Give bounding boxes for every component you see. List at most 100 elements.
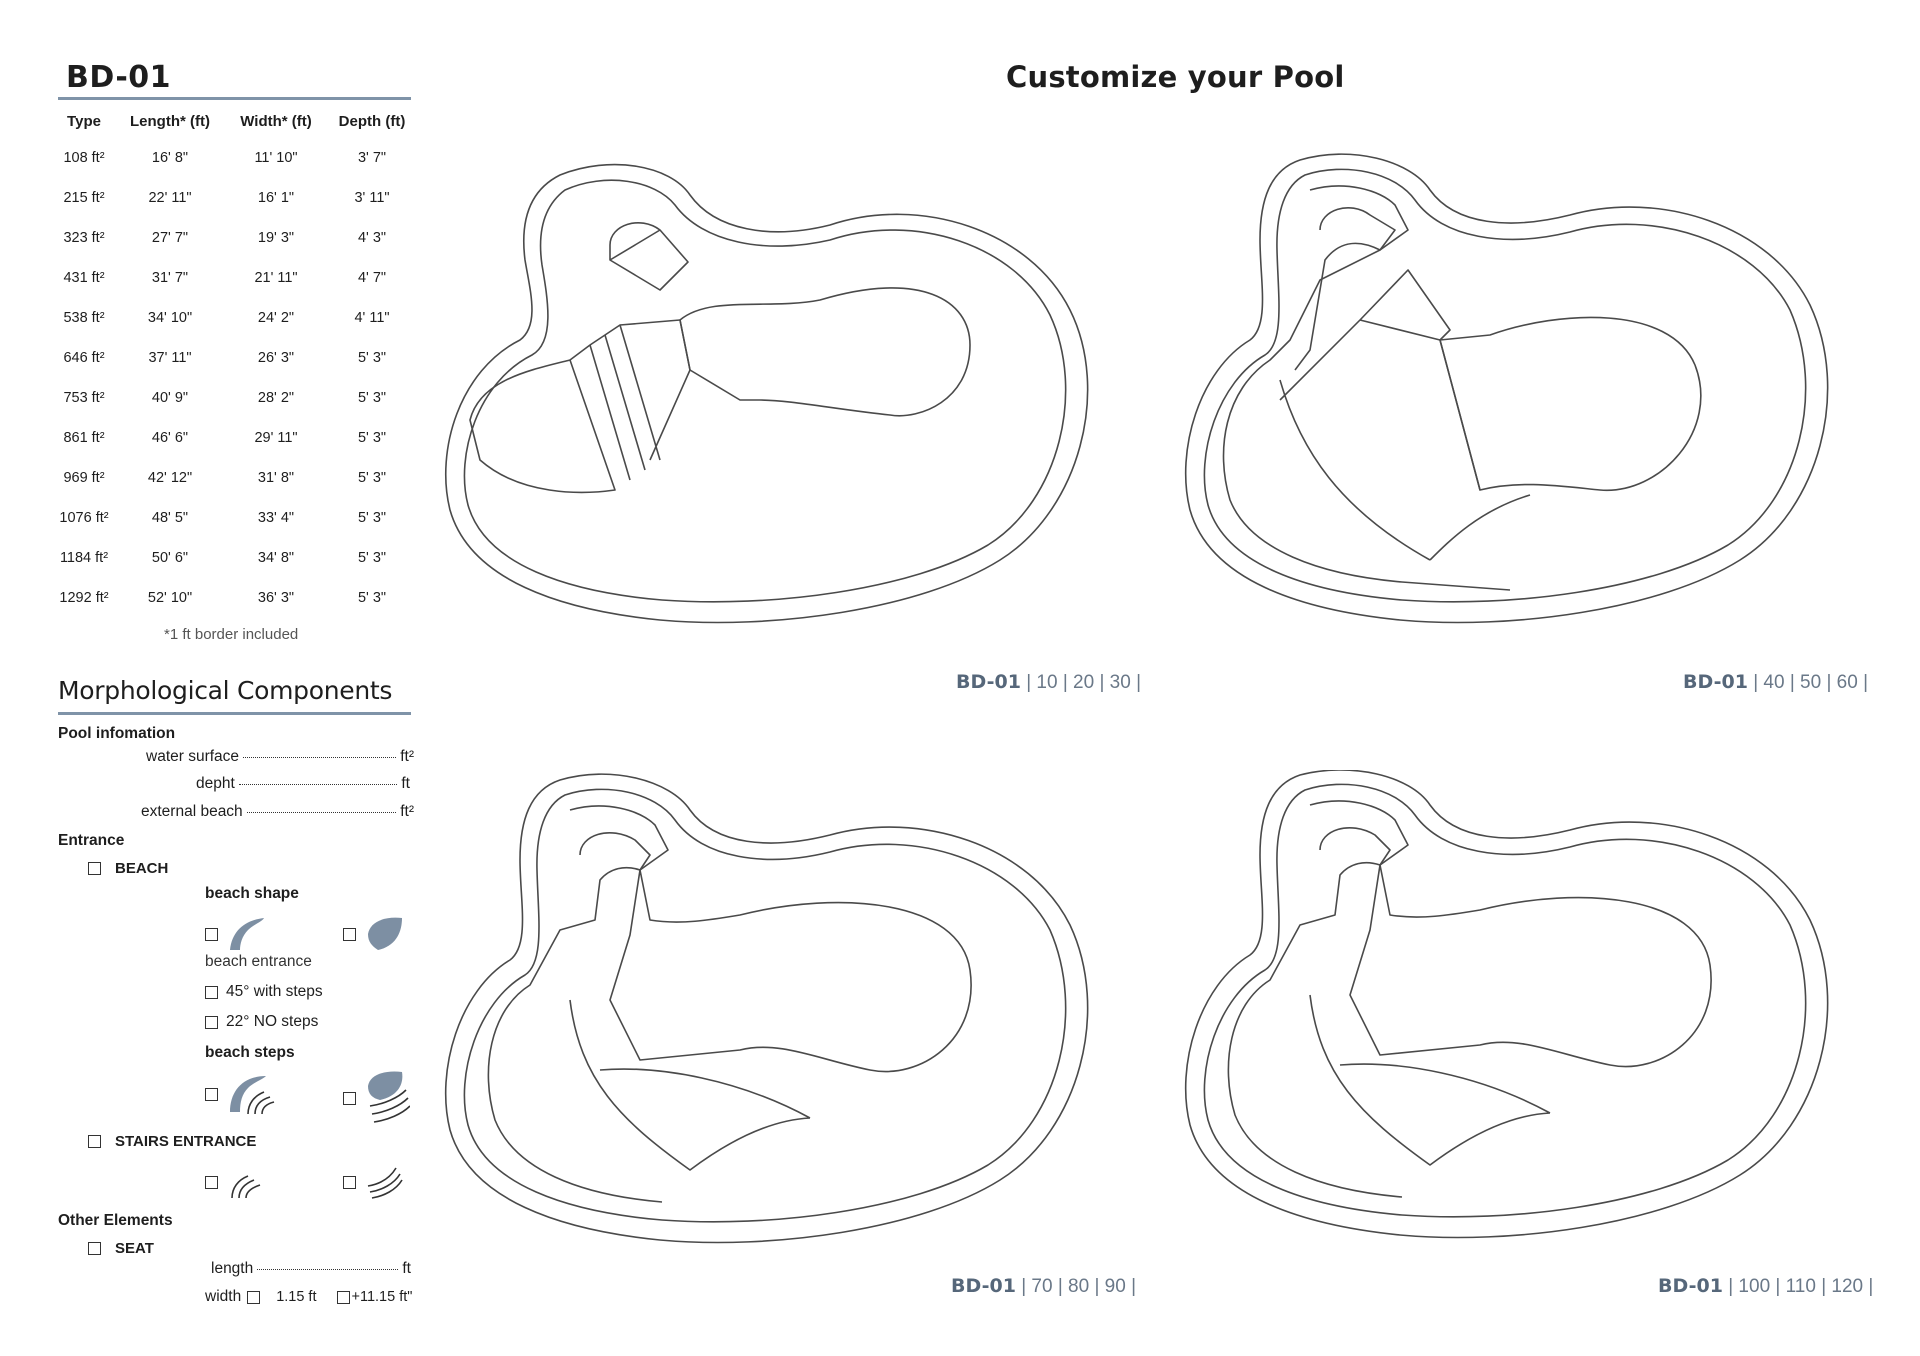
length-cell: 46' 6"	[151, 430, 189, 446]
pool-caption-4-sizes: | 100 | 110 | 120 |	[1728, 1276, 1874, 1297]
seat-label: SEAT	[115, 1240, 154, 1257]
seat-option: SEAT	[88, 1240, 154, 1257]
type-cell: 538 ft²	[63, 310, 105, 326]
width-cell: 11' 10"	[254, 150, 298, 166]
width-cell: 24' 2"	[257, 310, 295, 326]
depth-cell: 5' 3"	[357, 590, 387, 606]
option-22-checkbox[interactable]	[205, 1015, 218, 1029]
external-beach-field[interactable]	[246, 811, 397, 813]
pool-caption-1: BD-01 | 10 | 20 | 30 |	[956, 671, 1141, 694]
seat-width-option-2: +11.15 ft"	[351, 1289, 413, 1305]
type-cell: 646 ft²	[63, 350, 105, 366]
pool-2-basin	[1439, 316, 1702, 491]
beach-label: BEACH	[115, 860, 169, 877]
width-cell: 29' 11"	[254, 430, 298, 446]
pool-3-zones	[569, 999, 811, 1171]
beach-steps-checkbox-1[interactable]	[205, 1087, 218, 1101]
title-rule	[58, 97, 411, 100]
type-cell: 431 ft²	[63, 270, 105, 286]
model-title: BD-01	[66, 60, 172, 95]
depth-unit: ft	[401, 775, 410, 792]
length-cell: 40' 9"	[151, 390, 189, 406]
pool-3-outer-border	[444, 773, 1089, 1244]
stairs-label: STAIRS ENTRANCE	[115, 1133, 257, 1150]
table-row: 861 ft² 46' 6" 29' 11" 5' 3"	[52, 418, 416, 458]
pool-4-inner-border	[1227, 800, 1409, 1198]
stairs-checkbox[interactable]	[88, 1135, 101, 1148]
pool-3-middle-border	[463, 788, 1067, 1223]
stairs-option: STAIRS ENTRANCE	[88, 1133, 256, 1150]
water-surface-line: water surface ft²	[146, 748, 414, 766]
pool-caption-2-sizes: | 40 | 50 | 60 |	[1753, 672, 1869, 693]
type-cell: 1076 ft²	[59, 510, 109, 526]
seat-checkbox[interactable]	[88, 1242, 101, 1255]
stairs-option-1	[205, 1164, 266, 1200]
type-cell: 861 ft²	[63, 430, 105, 446]
seat-width-checkbox-1[interactable]	[247, 1290, 261, 1304]
pool-diagram-4	[1184, 770, 1829, 1239]
external-beach-label: external beach	[141, 803, 243, 820]
depth-cell: 4' 11"	[354, 310, 390, 326]
depth-cell: 4' 7"	[357, 270, 387, 286]
pool-diagram-3	[444, 773, 1089, 1244]
pool-4-zones	[1309, 994, 1551, 1166]
pool-1-entry	[609, 221, 689, 291]
stairs-icon	[231, 1175, 261, 1199]
pool-1-basin	[679, 287, 971, 417]
pool-4-basin	[1349, 864, 1712, 1068]
depth-field[interactable]	[238, 783, 398, 785]
width-cell: 31' 8"	[257, 470, 295, 486]
seat-length-field[interactable]	[257, 1268, 399, 1270]
pool-2-inner-border	[1222, 185, 1511, 591]
beach-checkbox[interactable]	[88, 862, 101, 875]
beach-shape-option-2	[343, 916, 404, 952]
header-width: Width* (ft)	[240, 112, 312, 130]
width-cell: 36' 3"	[257, 590, 295, 606]
type-cell: 323 ft²	[63, 230, 105, 246]
type-cell: 108 ft²	[63, 150, 105, 166]
stairs-checkbox-2[interactable]	[343, 1175, 356, 1189]
width-cell: 28' 2"	[257, 390, 295, 406]
beach-steps-checkbox-2[interactable]	[343, 1091, 356, 1105]
option-45-label: 45° with steps	[226, 983, 323, 1000]
stairs-checkbox-1[interactable]	[205, 1175, 218, 1189]
beach-shape-round-icon	[368, 917, 402, 950]
depth-cell: 5' 3"	[357, 350, 387, 366]
option-45-checkbox[interactable]	[205, 985, 218, 999]
pool-4-outer-border	[1184, 770, 1829, 1239]
stairs-option-2	[343, 1164, 404, 1200]
width-cell: 19' 3"	[257, 230, 295, 246]
pool-3-basin	[609, 869, 972, 1073]
width-cell: 21' 11"	[254, 270, 298, 286]
pool-caption-3: BD-01 | 70 | 80 | 90 |	[951, 1275, 1136, 1298]
length-cell: 48' 5"	[151, 510, 189, 526]
pool-4-entry	[1319, 826, 1391, 866]
header-type: Type	[67, 112, 101, 130]
beach-shape-checkbox-1[interactable]	[205, 927, 218, 941]
external-beach-unit: ft²	[400, 803, 414, 820]
beach-steps-round-icon	[368, 1071, 410, 1123]
seat-width-checkbox-2[interactable]	[336, 1290, 350, 1304]
spec-table-header: Type Length* (ft) Width* (ft) Depth (ft)	[52, 104, 416, 138]
beach-entrance-label: beach entrance	[205, 953, 312, 970]
length-cell: 34' 10"	[147, 310, 193, 326]
external-beach-line: external beach ft²	[141, 803, 414, 821]
depth-cell: 5' 3"	[357, 430, 387, 446]
beach-option: BEACH	[88, 860, 168, 877]
pool-3-inner-border	[487, 805, 669, 1203]
length-cell: 16' 8"	[151, 150, 189, 166]
depth-cell: 4' 3"	[357, 230, 387, 246]
width-cell: 26' 3"	[257, 350, 295, 366]
beach-shape-checkbox-2[interactable]	[343, 927, 356, 941]
seat-width-option-1: 1.15 ft	[276, 1289, 317, 1305]
pool-diagram-1	[444, 163, 1089, 624]
pool-caption-2-code: BD-01	[1683, 671, 1748, 693]
pool-3-entry	[579, 831, 651, 871]
water-surface-field[interactable]	[243, 756, 397, 758]
pool-2-middle-border	[1203, 168, 1807, 603]
pool-diagram-2	[1184, 153, 1829, 624]
